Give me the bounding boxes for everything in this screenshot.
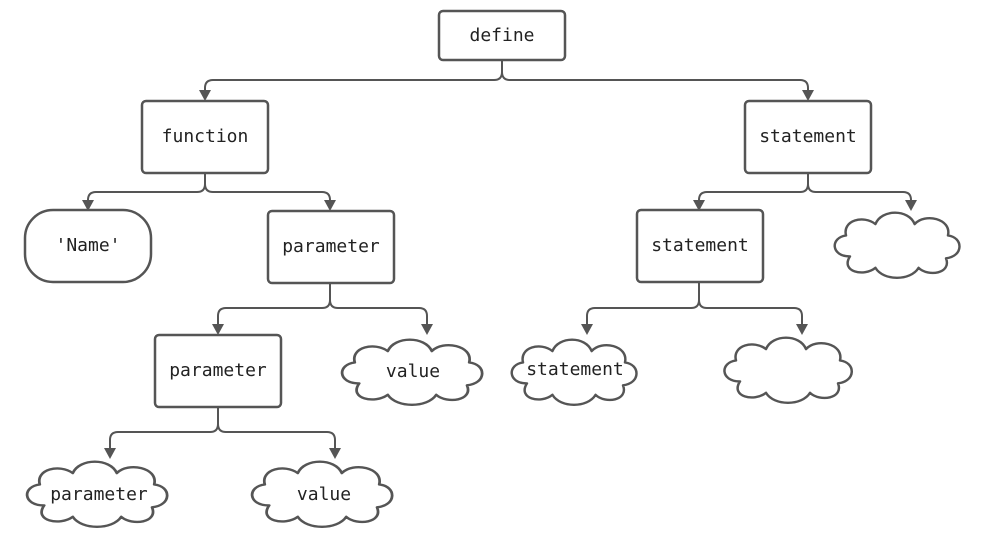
node-label: function: [162, 126, 249, 147]
node-cloud-empty-mid: [723, 336, 854, 405]
node-parameter-2: parameter: [153, 333, 283, 409]
node-label: statement: [526, 359, 624, 380]
node-statement-mid: statement: [635, 208, 765, 284]
edge-parameter-1-children: [217, 283, 428, 326]
arrowheads: [82, 90, 917, 459]
node-parameter-1: parameter: [266, 209, 396, 285]
node-define: define: [437, 9, 567, 62]
arrowhead-icon: [82, 200, 94, 211]
node-name-pill: 'Name': [23, 208, 153, 284]
node-cloud-statement: statement: [510, 338, 638, 406]
node-label: define: [469, 25, 534, 46]
arrowhead-icon: [693, 200, 705, 211]
arrowhead-icon: [581, 324, 593, 335]
node-label: parameter: [50, 484, 148, 505]
node-label: value: [386, 361, 440, 382]
edge-parameter-2-children: [109, 408, 336, 450]
edge-function-children: [87, 173, 331, 202]
arrowhead-icon: [104, 448, 116, 459]
arrowhead-icon: [324, 200, 336, 211]
node-label: parameter: [169, 360, 267, 381]
node-label: 'Name': [55, 235, 120, 256]
arrowhead-icon: [199, 90, 211, 101]
node-cloud-empty-right: [833, 211, 961, 279]
node-label: statement: [651, 235, 749, 256]
arrowhead-icon: [905, 200, 917, 211]
node-cloud-value-2: value: [250, 460, 394, 529]
node-function: function: [140, 99, 270, 175]
node-label: statement: [759, 126, 857, 147]
edge-statement-mid-children: [586, 282, 803, 326]
node-label: parameter: [282, 236, 380, 257]
edge-statement-top-children: [698, 173, 912, 202]
edge-define-children: [204, 60, 809, 92]
node-label: value: [297, 484, 351, 505]
connectors: [87, 60, 912, 450]
arrowhead-icon: [796, 324, 808, 335]
arrowhead-icon: [802, 90, 814, 101]
arrowhead-icon: [329, 448, 341, 459]
node-statement-top: statement: [743, 99, 873, 175]
node-cloud-parameter-3: parameter: [25, 460, 169, 529]
arrowhead-icon: [421, 324, 433, 335]
arrowhead-icon: [212, 324, 224, 335]
node-cloud-value-1: value: [340, 338, 484, 407]
